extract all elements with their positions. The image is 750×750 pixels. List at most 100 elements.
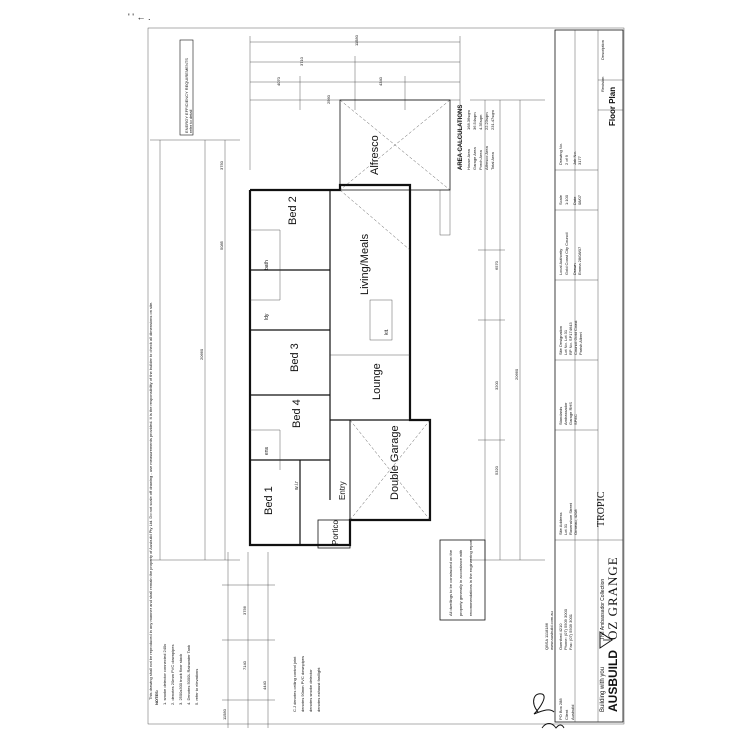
dim-top-a: 3710: [299, 56, 304, 66]
site-address-label: Site Address: [558, 513, 563, 535]
standards-label: Standards: [558, 407, 563, 425]
scale-value: 1:100: [564, 194, 569, 205]
room-label-bath: bath: [264, 260, 270, 270]
dim-right-c: 5320: [494, 465, 499, 475]
note-line: 2. denotes 20mm PVC downpipes: [170, 645, 175, 705]
area-value: 231.47sqm: [490, 110, 495, 130]
area-label: Total Area: [490, 151, 495, 170]
standards-line: Ambassador: [563, 402, 568, 425]
legend-line: C.J denotes ceiling control joint: [292, 656, 297, 712]
area-value: 4.35sqm: [478, 114, 483, 130]
area-calculations: AREA CALCULATIONS House Area 168.36sqm G…: [458, 105, 495, 170]
designation-line: Lot No. Lot 31: [563, 329, 568, 355]
room-label-bed4: Bed 4: [291, 399, 303, 428]
client-label: Client: [564, 709, 569, 720]
energy-efficiency-box: ENERGY EFFICIENCY REQUIREMENTS refer to …: [179, 39, 194, 136]
area-label: Garage Area: [472, 147, 477, 170]
dim-top-overall: 11580: [354, 34, 359, 46]
date-label: Date: [572, 196, 577, 205]
engineering-stamp: All dwellings to be constructed on the p…: [439, 539, 486, 621]
legend-line: denotes smoke detector: [308, 669, 313, 712]
ausbuild-logo: [599, 631, 613, 649]
room-label-wir: w.i.r: [294, 481, 300, 490]
standards-line: SPEC: [573, 414, 578, 425]
room-label-portico: Portico: [331, 520, 340, 545]
designation-line: Parish Albert: [578, 331, 583, 355]
title-block: AUSBUILD Building with you OZ GRANGE The…: [544, 29, 624, 723]
room-label-kit: kit.: [384, 329, 390, 335]
room-label-bed2: Bed 2: [287, 196, 299, 225]
dim-bottom-overall: 11580: [222, 708, 227, 720]
drawing-no-label: Drawing No.: [558, 143, 563, 165]
site-line: Ravenshoe Street: [568, 502, 573, 535]
note-line: 3. 2500x300 truck floor stack: [178, 654, 183, 705]
note-line: 4. Denotes 5000L Rainwater Tank: [186, 645, 191, 705]
legend-line: denotes exhaust fan/light: [316, 667, 321, 712]
room-label-living: Living/Meals: [359, 233, 371, 295]
site-line: Ormeau, 4208: [573, 509, 578, 535]
room-label-ens: ens: [264, 446, 270, 455]
company-tagline: Building with you: [600, 667, 606, 712]
note-line: 5. refer to elevations: [194, 669, 199, 705]
site-designation-label: Site Designation: [558, 326, 563, 355]
site-line: Lot 31: [563, 523, 568, 535]
project-name: OZ GRANGE: [605, 556, 620, 640]
header-mark: ' ' ← .: [128, 12, 150, 22]
area-value: 36.54sqm: [472, 112, 477, 130]
dim-top-b: 4070: [276, 76, 281, 86]
sheet-border: [147, 27, 625, 725]
area-label: Alfresco Area: [484, 145, 489, 170]
office-line: Oxenford 4210: [558, 623, 563, 650]
job-no-value: 3177: [577, 155, 582, 165]
facade-name: TROPIC: [596, 491, 607, 527]
dim-top-d: 2560: [326, 94, 331, 104]
office-line: Phone: (07) 5509 3000: [563, 608, 568, 650]
drawn-label: Drawn: [572, 263, 577, 275]
notes-block: NOTES: 1. smoke detector connected 240v …: [154, 644, 199, 705]
project-range: The Ambassador Collection: [600, 579, 606, 640]
interior-walls: [250, 189, 431, 545]
dim-bottom-a: 3756: [242, 605, 247, 615]
client-value: Ausbuild: [570, 705, 575, 720]
dim-top-c: 4340: [378, 76, 383, 86]
office-line: QBSA 1118186: [544, 622, 549, 650]
stamp-line: recommendations in the engineering repor…: [468, 539, 473, 616]
scale-label: Scale: [558, 194, 563, 205]
top-dimensions: 11580 3710 4070 4340 2560: [249, 34, 461, 170]
area-label: Porch Area: [478, 149, 483, 170]
dim-right-b: 3200: [494, 380, 499, 390]
description-label: Description: [600, 40, 605, 60]
office-line: www.ausbuild.com.au: [549, 611, 554, 650]
dim-bottom-c: 7140: [242, 660, 247, 670]
designation-line: Council Gold Coast: [573, 320, 578, 355]
sheet-title: Floor Plan: [608, 87, 617, 126]
area-title: AREA CALCULATIONS: [458, 105, 464, 170]
area-value: 22.23sqm: [484, 112, 489, 130]
company-name: AUSBUILD: [606, 650, 620, 712]
area-label: House Area: [466, 148, 471, 170]
room-label-bed3: Bed 3: [289, 343, 301, 372]
designation-line: RP No. SP174643: [568, 322, 573, 355]
local-authority-value: Gold Coast City Council: [564, 232, 569, 275]
dim-bottom-b: 4440: [262, 680, 267, 690]
dim-left-overall: 20660: [199, 348, 204, 360]
side-dimensions: 20660 3750 5085 20660 6570 3200 5320: [150, 99, 545, 561]
office-line: PO Box 288: [558, 698, 563, 720]
room-label-bed1: Bed 1: [263, 486, 275, 515]
legend-block: C.J denotes ceiling control joint denote…: [292, 656, 321, 712]
note-line: 1. smoke detector connected 240v: [162, 644, 167, 705]
energy-title: ENERGY EFFICIENCY REQUIREMENTS: [184, 58, 189, 133]
stamp-line: property generally in accordance with: [458, 550, 463, 616]
dim-right-a: 6570: [494, 260, 499, 270]
dim-right-overall: 20660: [514, 368, 519, 380]
room-label-entry: Entry: [338, 481, 347, 500]
revision-label: Revision: [600, 77, 605, 92]
dim-left-a: 3750: [219, 160, 224, 170]
office-line: Fax: (07) 5509 3001: [568, 613, 573, 650]
local-authority-label: Local Authority: [558, 249, 563, 275]
job-no-label: Job No.: [572, 151, 577, 165]
stamp-line: All dwellings to be constructed on the: [448, 549, 453, 616]
energy-note: refer to detail: [188, 110, 193, 133]
